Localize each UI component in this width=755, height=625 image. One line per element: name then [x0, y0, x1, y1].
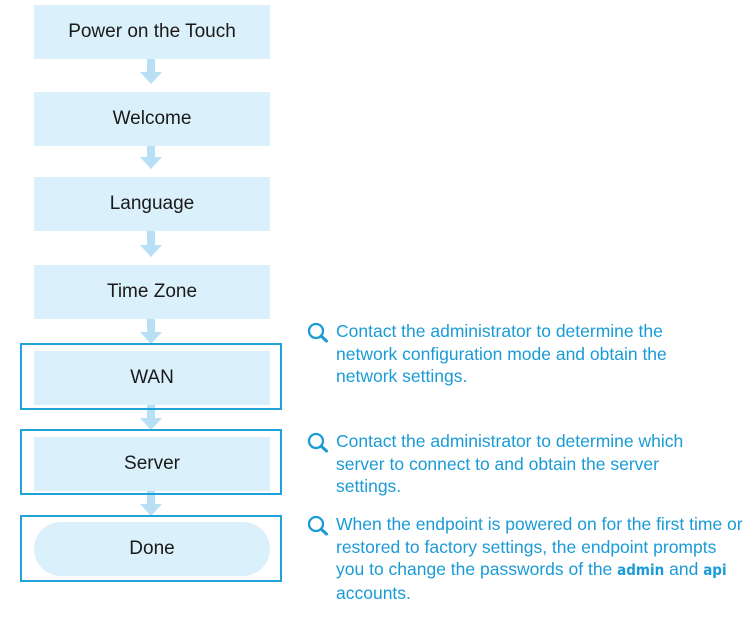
server-highlight-frame — [20, 429, 282, 495]
down-arrow-icon — [140, 318, 162, 344]
step-wan: WAN — [34, 351, 270, 405]
done-highlight-frame — [20, 515, 282, 582]
done-note-text-mid: and — [669, 559, 699, 579]
admin-account-label: admin — [617, 561, 665, 579]
server-note-text: Contact the administrator to determine w… — [336, 431, 684, 496]
down-arrow-icon — [140, 231, 162, 257]
magnifier-icon — [307, 322, 328, 343]
server-note: Contact the administrator to determine w… — [306, 430, 746, 498]
down-arrow-icon — [140, 58, 162, 84]
step-done: Done — [34, 522, 270, 576]
down-arrow-icon — [140, 143, 162, 169]
wan-highlight-frame — [20, 343, 282, 410]
step-language: Language — [34, 177, 270, 231]
done-note: When the endpoint is powered on for the … — [306, 513, 755, 604]
down-arrow-icon — [140, 404, 162, 430]
done-note-text: When the endpoint is powered on for the … — [336, 513, 746, 604]
magnifier-icon — [307, 515, 328, 536]
step-power-on: Power on the Touch — [34, 5, 270, 59]
magnifier-icon — [307, 432, 328, 453]
wan-note-text: Contact the administrator to determine t… — [336, 321, 667, 386]
down-arrow-icon — [140, 490, 162, 516]
done-note-text-post: accounts. — [336, 582, 411, 603]
api-account-label: api — [703, 561, 727, 579]
done-note-text-pre: When the endpoint is powered on for the … — [336, 514, 743, 579]
step-time-zone: Time Zone — [34, 265, 270, 319]
step-server: Server — [34, 437, 270, 491]
wan-note: Contact the administrator to determine t… — [306, 320, 746, 388]
step-welcome: Welcome — [34, 92, 270, 146]
